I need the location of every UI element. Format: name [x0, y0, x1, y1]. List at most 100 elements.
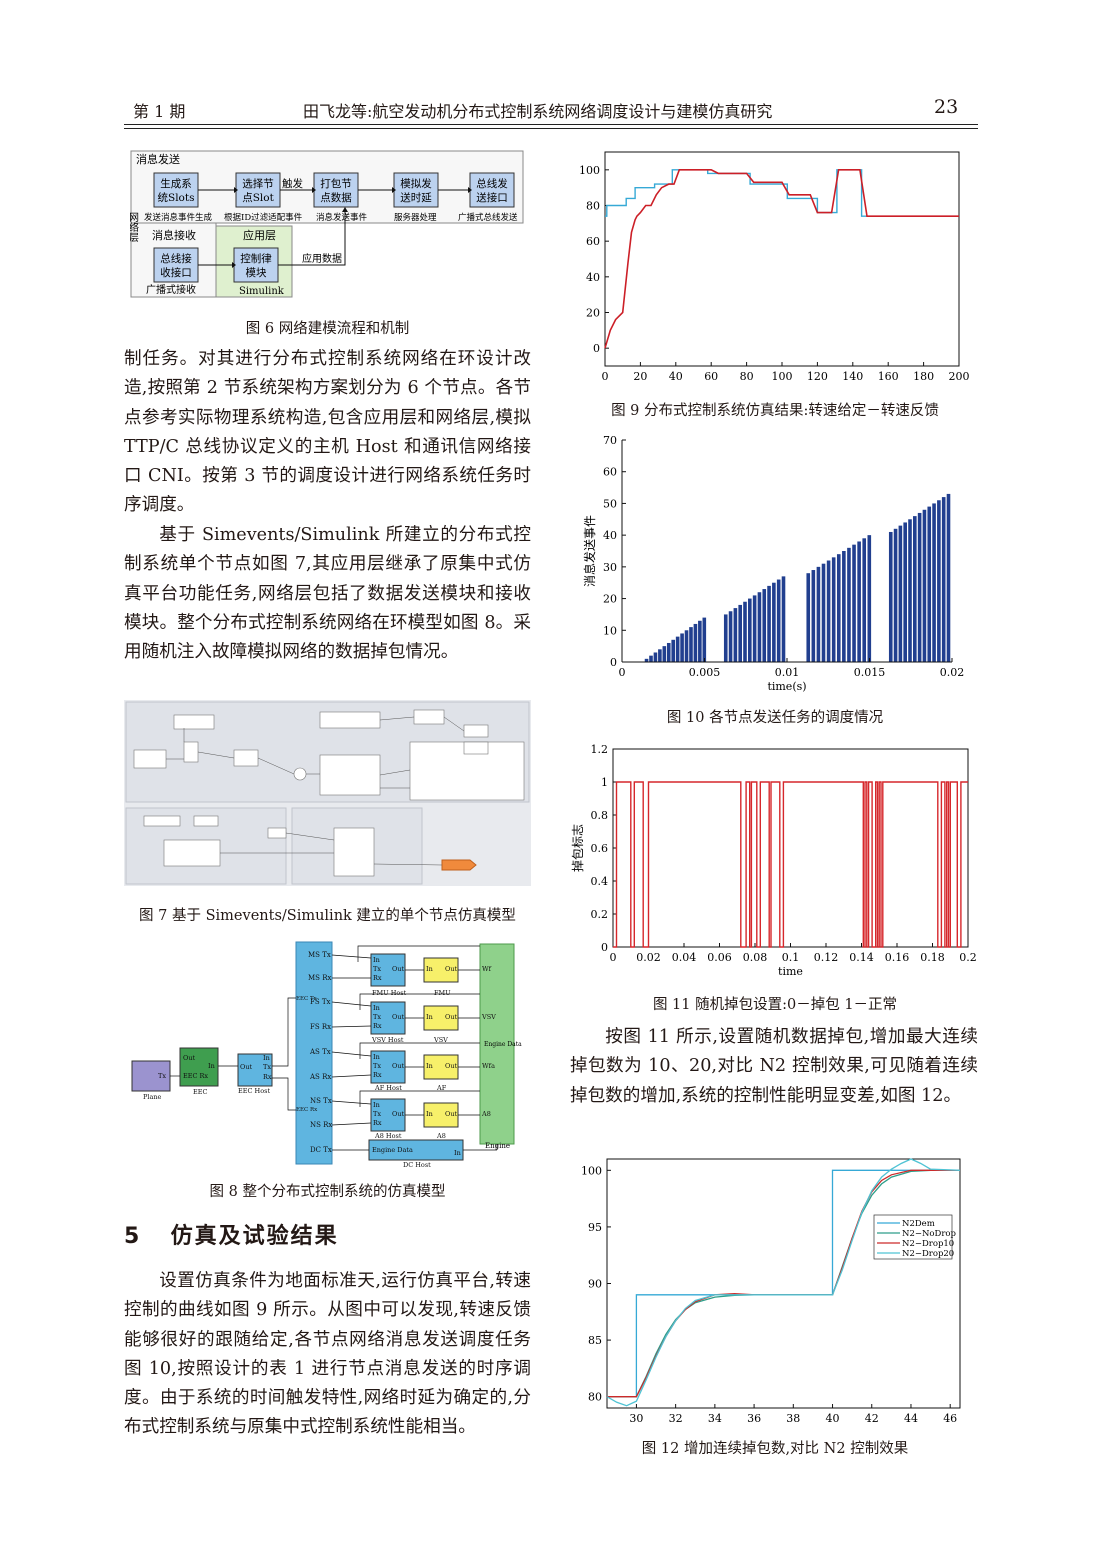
fig12-drop20-line: [606, 1158, 961, 1407]
figure-10-caption: 图 10 各节点发送任务的调度情况: [666, 710, 884, 726]
fig11-x-tick-label: 0.14: [849, 951, 874, 964]
vsv-app-out: Out: [445, 1013, 458, 1021]
fig10-bar: [816, 566, 821, 662]
eec-rx: EEC Rx: [183, 1072, 208, 1080]
figure-7-caption: 图 7 基于 Simevents/Simulink 建立的单个节点仿真模型: [139, 908, 516, 924]
fig11-y-tick-label: 0.2: [591, 908, 609, 921]
out-vsv: VSV: [481, 1013, 496, 1021]
fig10-bar: [913, 516, 917, 662]
fig6-sub-2: 根据ID过滤适配事件: [224, 212, 303, 223]
fig12-plot-frame: [606, 1158, 961, 1409]
fig11-x-tick-label: 0.16: [885, 951, 910, 964]
fig12-x-tick-label: 36: [747, 1412, 761, 1425]
fig9-speed-feedback-line: [604, 168, 959, 349]
fig6-sub-1: 发送消息事件生成: [144, 212, 213, 223]
fig9-y-tick-label: 20: [586, 307, 600, 320]
figure-7-simulink-model: [124, 700, 531, 886]
a8-host-rx: Rx: [373, 1119, 382, 1127]
fig12-y-tick-label: 80: [588, 1391, 602, 1404]
fig10-bar: [927, 506, 932, 662]
fig10-x-label: time(s): [767, 680, 806, 693]
fig6-sub-7: Simulink: [239, 286, 285, 297]
fig10-bar: [733, 608, 738, 662]
fig6-send-label: 消息发送: [136, 152, 180, 166]
eec-rx-label: EEC Rx: [296, 1107, 318, 1113]
fig10-bar: [937, 500, 941, 662]
fig11-x-tick-label: 0: [610, 951, 617, 964]
fig10-y-label: 消息发送事件: [582, 515, 597, 587]
header-rule-thick: [124, 124, 978, 125]
fig11-x-label: time: [778, 965, 803, 978]
fig12-legend-label: N2−Drop20: [902, 1249, 954, 1259]
fig10-y-tick-label: 60: [603, 466, 617, 479]
fig6-box-3b: 点数据: [320, 191, 352, 204]
a8-host-in: In: [373, 1101, 380, 1109]
fig10-bar: [836, 554, 841, 662]
eec-host-in: In: [263, 1054, 270, 1062]
fig11-y-label: 掉包标志: [571, 824, 585, 872]
a8-app-in: In: [426, 1110, 433, 1118]
fig6-box-7b: 模块: [246, 267, 267, 279]
af-app-out: Out: [445, 1062, 458, 1070]
fig6-sub-6: 广播式接收: [146, 283, 196, 296]
fig9-x-tick-label: 200: [949, 370, 970, 383]
fig11-y-tick-label: 0: [601, 941, 608, 954]
fig11-x-tick-label: 0.12: [814, 951, 839, 964]
fig6-box-3: 打包节: [320, 177, 352, 190]
fig10-bar: [767, 585, 771, 662]
fig10-y-tick-label: 50: [603, 497, 617, 510]
fig12-y-tick-label: 100: [581, 1164, 602, 1177]
fmu-host-tx: Tx: [373, 965, 381, 973]
fig6-trigger-label: 触发: [282, 177, 303, 190]
fig12-n2dem-line: [607, 1169, 960, 1398]
fig6-box-1: 生成系: [160, 177, 192, 190]
bus-fs-rx: FS Rx: [310, 1023, 331, 1031]
plane-tx: Tx: [158, 1072, 166, 1080]
a8-host-label: A8 Host: [374, 1132, 402, 1140]
fig9-x-tick-label: 160: [878, 370, 899, 383]
fig12-x-tick-label: 42: [865, 1412, 879, 1425]
fig10-bar: [806, 573, 811, 662]
fig10-bar: [675, 636, 680, 662]
fig11-y-tick-label: 0.8: [591, 809, 609, 822]
engine-data-port: Engine Data: [484, 1041, 522, 1048]
fig9-x-tick-label: 120: [807, 370, 828, 383]
fig10-x-tick-label: 0.01: [775, 666, 800, 679]
fig9-x-tick-label: 60: [704, 370, 718, 383]
eec-host-label: EEC Host: [238, 1087, 270, 1095]
fig12-legend-label: N2−NoDrop: [902, 1229, 957, 1239]
fig10-bar: [941, 497, 946, 662]
fig6-sub-3: 消息发送事件: [316, 212, 368, 223]
fmu-host-out: Out: [392, 965, 405, 973]
eec-label: EEC: [193, 1088, 207, 1096]
fig10-bar: [847, 547, 851, 662]
fig9-speed-command-line: [605, 169, 959, 217]
fig6-box-6: 总线接: [160, 252, 192, 265]
fig10-bar: [684, 630, 689, 662]
fig12-x-tick-label: 38: [786, 1412, 800, 1425]
fig12-legend-label: N2−Drop10: [902, 1239, 954, 1249]
fig10-bar: [762, 589, 767, 662]
a8-host-out: Out: [392, 1110, 405, 1118]
fig9-y-tick-label: 40: [586, 271, 600, 284]
fig10-bar: [693, 623, 698, 662]
fig9-x-tick-label: 40: [669, 370, 683, 383]
eec-host-tx: Tx: [263, 1063, 271, 1071]
section-number: 5: [124, 1224, 140, 1249]
fig10-bar: [946, 493, 951, 662]
fig10-y-tick-label: 40: [603, 529, 617, 542]
fig11-drop-flag-line: [613, 781, 968, 948]
fig6-app-label: 应用层: [243, 228, 276, 242]
fig10-x-tick-label: 0.005: [689, 666, 721, 679]
issue-number: 第 1 期: [133, 102, 186, 121]
fig6-sub-5: 广播式总线发送: [458, 212, 518, 223]
af-app-in: In: [426, 1062, 433, 1070]
fig10-bar: [826, 560, 831, 662]
fig12-x-tick-label: 46: [943, 1412, 957, 1425]
fig12-x-tick-label: 34: [708, 1412, 722, 1425]
eec-tx-label: EEC Tx: [296, 996, 318, 1002]
fig11-plot-frame: [612, 748, 969, 948]
dc-engine-data: Engine Data: [372, 1146, 413, 1154]
fig11-y-tick-label: 1: [601, 776, 608, 789]
